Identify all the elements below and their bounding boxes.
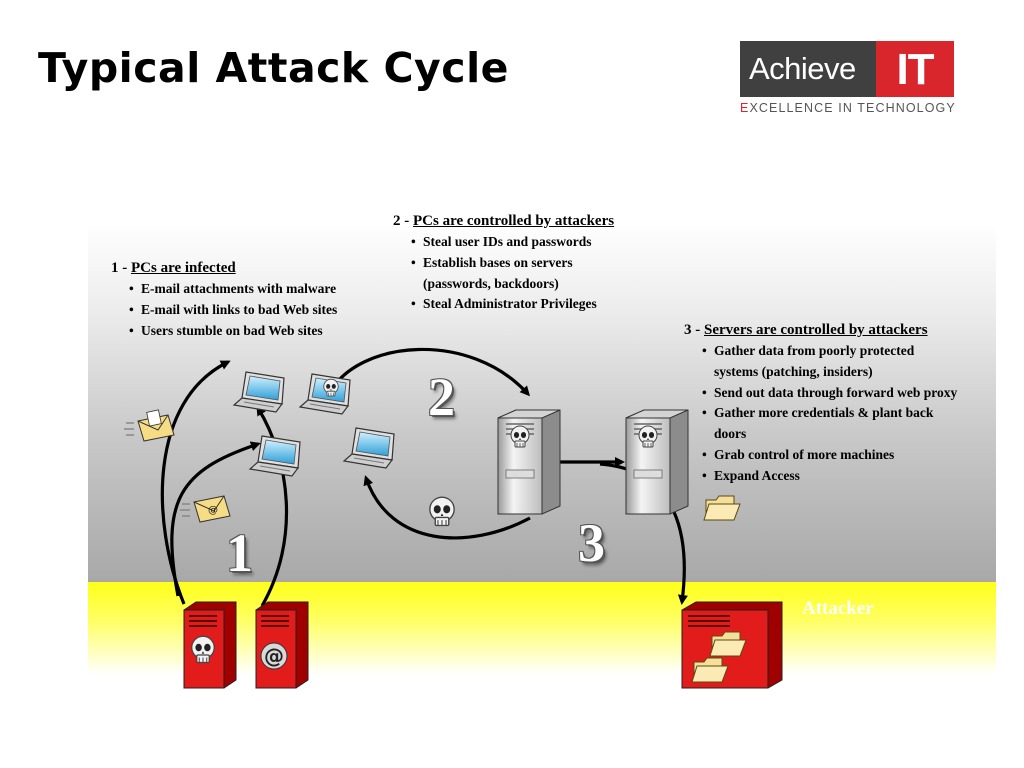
server-tower-icon bbox=[497, 409, 561, 515]
bullet: Steal user IDs and passwords bbox=[411, 232, 614, 253]
svg-text:@: @ bbox=[208, 505, 218, 516]
arrow-laptop-to-server bbox=[328, 347, 531, 397]
step-2-bullets: Steal user IDs and passwords Establish b… bbox=[411, 232, 614, 315]
bullet: Expand Access bbox=[702, 466, 957, 487]
step-3-description: 3 - Servers are controlled by attackers … bbox=[684, 320, 957, 487]
bullet-continuation: (passwords, backdoors) bbox=[423, 275, 559, 291]
bullet: Gather more credentials & plant back bbox=[702, 403, 957, 424]
folder-icon bbox=[703, 495, 741, 521]
step-3-bullets: Gather data from poorly protected system… bbox=[702, 341, 957, 487]
bullet: Users stumble on bad Web sites bbox=[129, 321, 337, 342]
step-1-bullets: E-mail attachments with malware E-mail w… bbox=[129, 279, 337, 341]
envelope-icon bbox=[124, 409, 175, 442]
step-3-heading: 3 - Servers are controlled by attackers bbox=[684, 322, 928, 338]
logo-tagline-initial: E bbox=[740, 101, 750, 115]
logo-tagline: EXCELLENCE IN TECHNOLOGY bbox=[740, 101, 956, 115]
bullet-continuation: doors bbox=[714, 426, 747, 442]
bullet: Steal Administrator Privileges bbox=[411, 294, 614, 315]
bullet-continuation: systems (patching, insiders) bbox=[714, 363, 873, 379]
page-title: Typical Attack Cycle bbox=[38, 44, 509, 92]
bullet: E-mail attachments with malware bbox=[129, 279, 337, 300]
step-1-description: 1 - PCs are infected E-mail attachments … bbox=[111, 258, 337, 341]
control-arrows bbox=[328, 347, 531, 540]
bullet: E-mail with links to bad Web sites bbox=[129, 300, 337, 321]
bullet: Send out data through forward web proxy bbox=[702, 383, 957, 404]
skull-icon bbox=[429, 496, 455, 527]
arrow-email-server-to-laptop bbox=[256, 405, 289, 607]
step-1-heading: 1 - PCs are infected bbox=[111, 260, 236, 276]
envelope-icon: @ bbox=[180, 495, 231, 523]
laptop-icon bbox=[299, 373, 351, 415]
step-2-number: 2 bbox=[428, 367, 455, 427]
laptop-icon bbox=[233, 371, 285, 413]
svg-text:@: @ bbox=[264, 644, 284, 668]
step-3-number: 3 bbox=[578, 513, 605, 573]
company-logo: Achieve IT EXCELLENCE IN TECHNOLOGY bbox=[740, 41, 956, 117]
server-tower-icon bbox=[625, 409, 689, 515]
laptop-icon bbox=[343, 427, 395, 469]
infection-arrows bbox=[160, 360, 289, 607]
bullet: Grab control of more machines bbox=[702, 445, 957, 466]
step-2-description: 2 - PCs are controlled by attackers Stea… bbox=[393, 211, 614, 315]
attacker-label: Attacker bbox=[802, 598, 874, 619]
logo-word-it: IT bbox=[876, 41, 954, 97]
bullet: Gather data from poorly protected bbox=[702, 341, 957, 362]
laptop-icon bbox=[249, 435, 301, 477]
bullet: Establish bases on servers bbox=[411, 253, 614, 274]
attacker-zone-background bbox=[88, 582, 996, 674]
logo-tagline-rest: XCELLENCE IN TECHNOLOGY bbox=[749, 101, 956, 115]
at-sign-icon: @ bbox=[260, 642, 288, 670]
step-1-number: 1 bbox=[226, 523, 253, 583]
step-2-heading: 2 - PCs are controlled by attackers bbox=[393, 213, 615, 229]
logo-word-achieve: Achieve bbox=[740, 41, 876, 97]
arrow-skull-server-to-laptop-mid bbox=[170, 441, 261, 597]
arrow-server-to-laptop bbox=[363, 475, 531, 540]
